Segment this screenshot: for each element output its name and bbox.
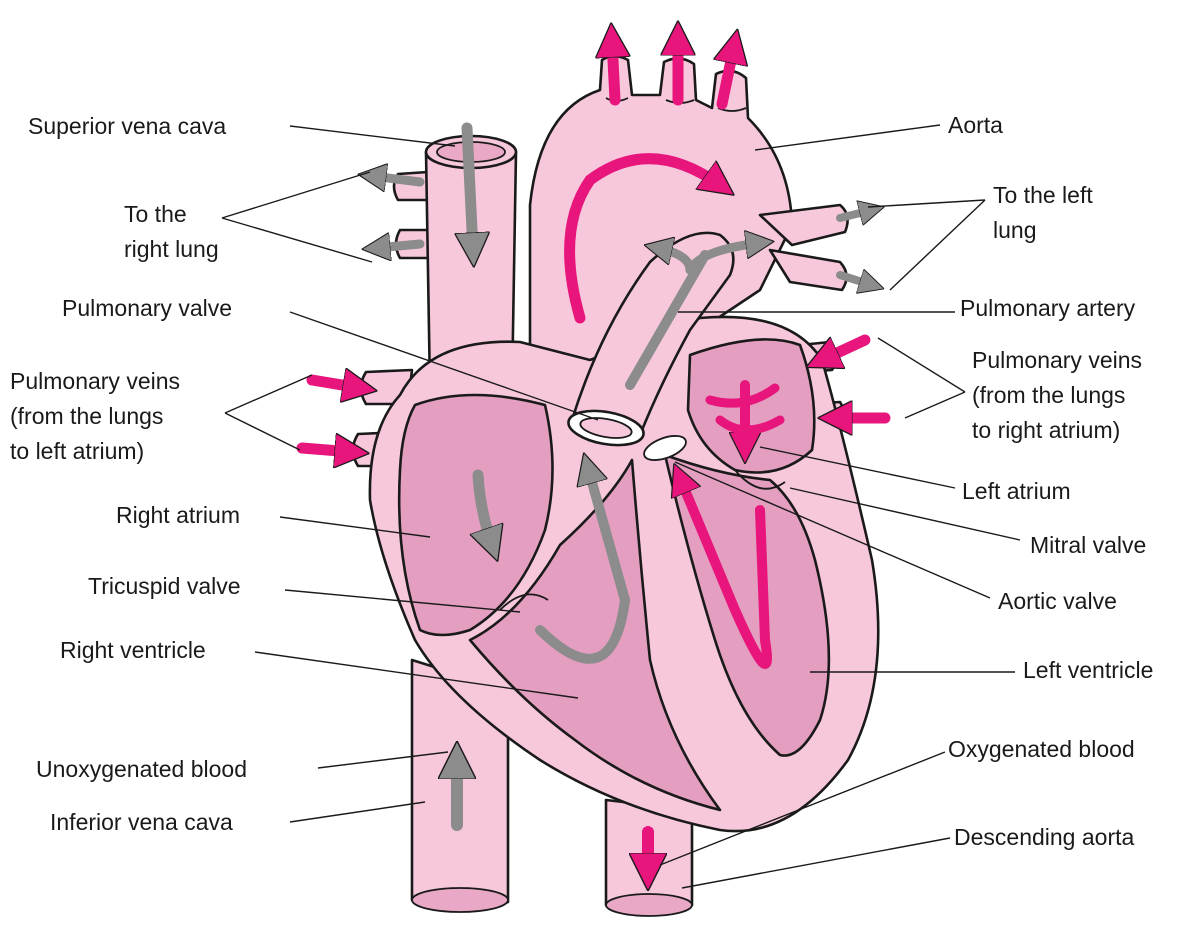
arrow-icon [685,243,760,275]
unoxygenated-flow-arrows [372,122,872,831]
label-descending-aorta: Descending aorta [954,824,1134,850]
arrow-icon [722,46,734,110]
label-aortic-valve: Aortic valve [998,588,1117,614]
label-to-right-lung-line1: To the [124,201,187,227]
arrow-icon [612,40,615,106]
arrow-icon [822,334,871,360]
arrow-icon [306,380,360,388]
label-aorta: Aorta [948,112,1003,138]
label-right-atrium: Right atrium [116,502,240,528]
label-left-ventricle: Left ventricle [1023,657,1153,683]
arrow-icon [372,176,425,182]
arrow-icon [296,448,352,452]
mitral-valve-shape [734,469,786,490]
label-inferior-vena-cava: Inferior vena cava [50,809,233,835]
label-right-ventricle: Right ventricle [60,637,206,663]
label-pulmonary-veins-left-line1: Pulmonary veins [10,368,180,394]
left-atrium-chamber [686,338,816,474]
arrow-icon [836,210,872,218]
arrow-icon [564,153,720,324]
labels-left: Superior vena cava To the right lung Pul… [10,113,247,835]
label-to-right-lung-line2: right lung [124,236,219,262]
right-atrium-chamber [397,393,554,637]
label-pulmonary-veins-right-line1: Pulmonary veins [972,347,1142,373]
label-left-atrium: Left atrium [962,478,1071,504]
label-mitral-valve: Mitral valve [1030,532,1146,558]
right-ventricle-chamber [468,458,722,812]
oxygenated-flow-arrows [296,38,891,872]
label-tricuspid-valve: Tricuspid valve [88,573,241,599]
labels-right: Aorta To the left lung Pulmonary artery … [948,112,1153,850]
label-to-left-lung-line1: To the left [993,182,1093,208]
arrow-icon [535,468,631,664]
label-pulmonary-artery: Pulmonary artery [960,295,1136,321]
arrow-icon [376,244,425,248]
label-to-left-lung-line2: lung [993,217,1036,243]
label-pulmonary-veins-right-line2: (from the lungs [972,382,1125,408]
label-oxygenated-blood: Oxygenated blood [948,736,1135,762]
arrow-icon [836,275,872,285]
arrow-icon [467,122,473,250]
arrow-icon [680,478,772,669]
arrow-icon [625,250,710,390]
label-pulmonary-valve: Pulmonary valve [62,295,232,321]
label-pulmonary-veins-right-line3: to right atrium) [972,417,1120,443]
arrow-icon [715,415,785,435]
label-unoxygenated-blood: Unoxygenated blood [36,756,247,782]
label-superior-vena-cava: Superior vena cava [28,113,226,139]
tricuspid-valve-shape [499,593,549,611]
label-pulmonary-veins-left-line3: to left atrium) [10,438,144,464]
aortic-valve-shape [643,435,687,461]
leader-lines [221,124,1021,889]
arrow-icon [478,469,492,545]
left-pulmonary-artery-branches [758,203,849,292]
label-pulmonary-veins-left-line2: (from the lungs [10,403,163,429]
